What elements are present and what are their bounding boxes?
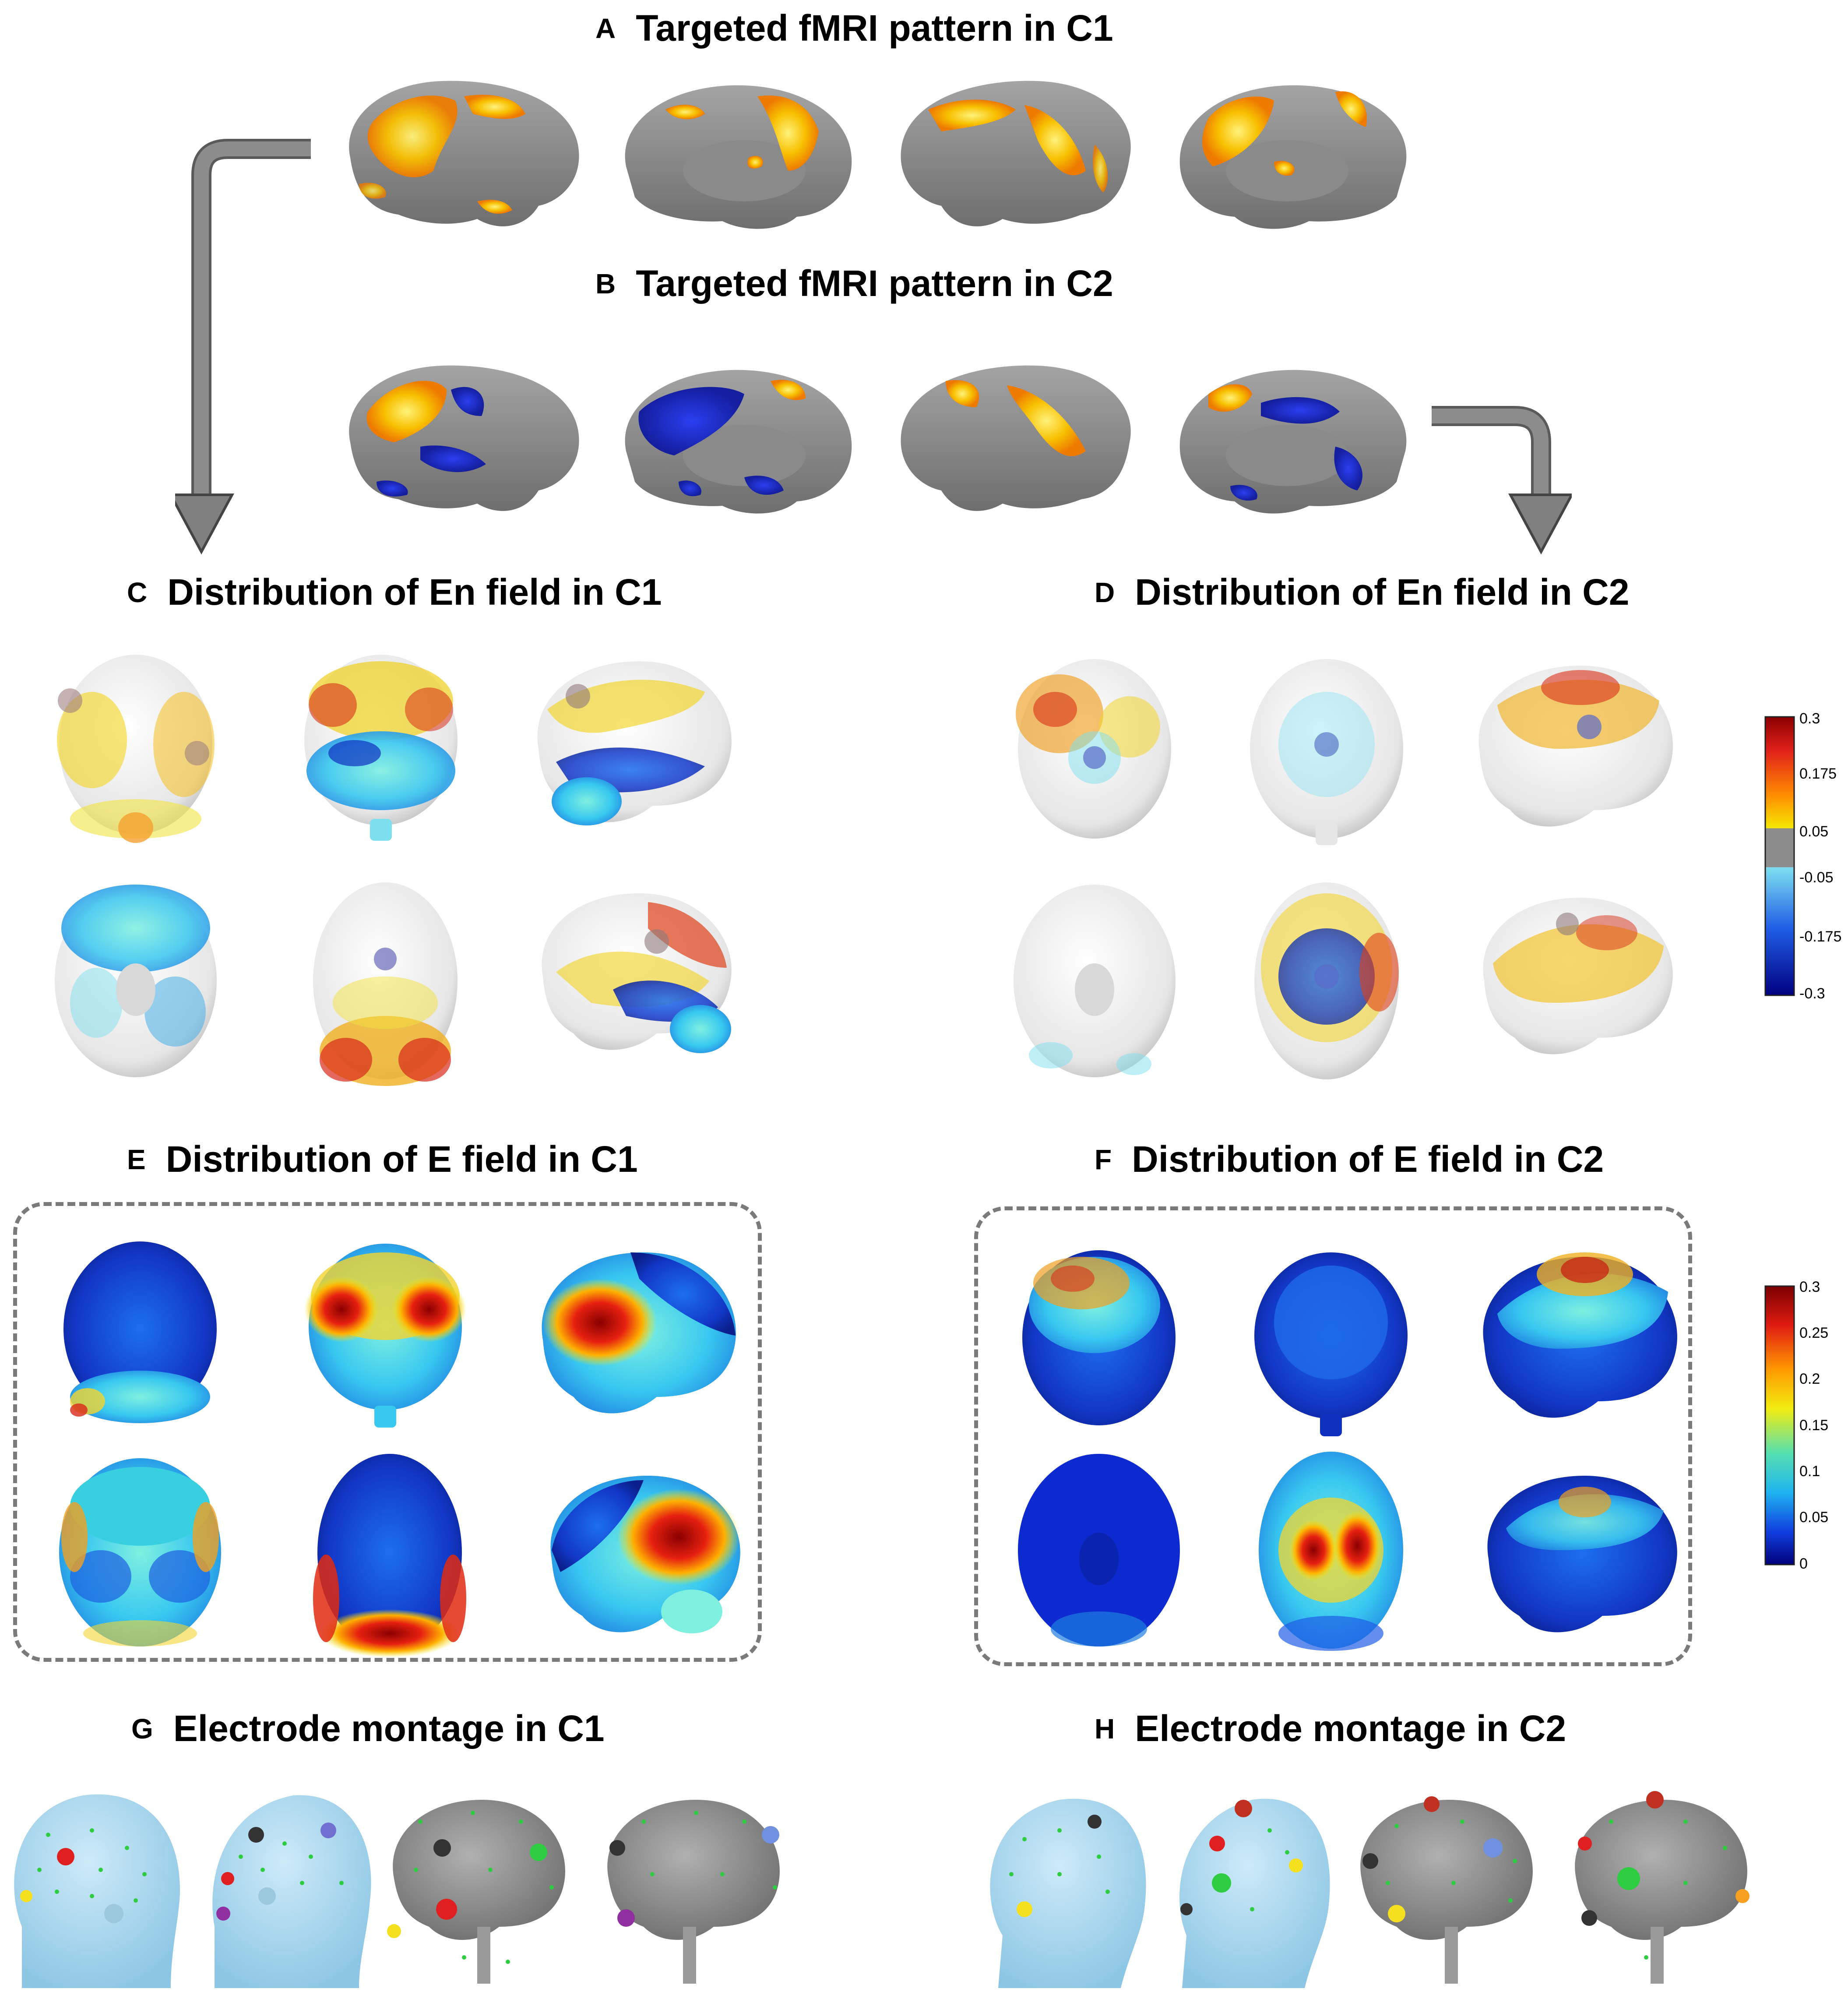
en-c1-view-5 (313, 882, 458, 1086)
montage-c1-brain-lateral (387, 1800, 565, 1984)
colorbar-e-tick-3: 0.15 (1799, 1417, 1829, 1434)
panel-b-title-text: Targeted fMRI pattern in C2 (636, 263, 1113, 304)
panel-h-title-text: Electrode montage in C2 (1135, 1708, 1566, 1749)
panel-f-letter: F (1095, 1144, 1112, 1175)
colorbar-e-tick-5: 0.05 (1799, 1509, 1829, 1526)
panel-d-title: D Distribution of En field in C2 (1095, 574, 1630, 610)
en-c2-view-2 (1250, 659, 1403, 845)
panel-g-title: G Electrode montage in C1 (131, 1710, 605, 1747)
panel-a-title-text: Targeted fMRI pattern in C1 (636, 7, 1113, 49)
e-c2-view-1 (1022, 1250, 1176, 1425)
en-c2-view-1 (1016, 659, 1171, 839)
colorbar-en-tick-4: -0.175 (1799, 928, 1842, 945)
e-c1-view-4 (59, 1458, 221, 1646)
fmri-c1-lateral-right (901, 81, 1131, 226)
montage-c2-brain-lateral (1360, 1796, 1533, 1984)
e-c2-view-5 (1259, 1452, 1403, 1651)
panel-e-title-text: Distribution of E field in C1 (165, 1139, 638, 1180)
colorbar-e-tick-0: 0.3 (1799, 1279, 1820, 1295)
en-c2-view-4 (1014, 885, 1176, 1077)
fmri-c2-medial-right (1179, 370, 1407, 514)
en-c1-view-4 (55, 885, 217, 1077)
panel-c-title-text: Distribution of En field in C1 (167, 571, 662, 613)
panel-e-box (13, 1202, 762, 1662)
panel-b-letter: B (595, 268, 616, 300)
e-c1-view-1 (63, 1241, 217, 1423)
panel-a-letter: A (595, 13, 616, 44)
en-c1-view-3 (537, 661, 732, 825)
colorbar-en-tick-1: 0.175 (1799, 765, 1837, 782)
en-c2-view-5 (1254, 882, 1399, 1079)
arrow-b-to-d (1432, 406, 1572, 555)
panel-h-letter: H (1095, 1713, 1115, 1745)
panel-d-title-text: Distribution of En field in C2 (1135, 571, 1630, 613)
panel-a-title: A Targeted fMRI pattern in C1 (595, 10, 1113, 46)
colorbar-e-tick-2: 0.2 (1799, 1371, 1820, 1387)
colorbar-en (1764, 716, 1795, 998)
colorbar-e-tick-1: 0.25 (1799, 1325, 1829, 1341)
colorbar-e-tick-4: 0.1 (1799, 1463, 1820, 1480)
montage-c1-head-back-right (212, 1795, 371, 1988)
arrow-a-to-c (175, 139, 311, 555)
e-c1-view-6 (550, 1476, 740, 1633)
panel-d-letter: D (1095, 577, 1115, 608)
colorbar-e-gradient (1764, 1285, 1795, 1565)
colorbar-en-tick-0: 0.3 (1799, 710, 1820, 727)
en-c2-view-6 (1483, 898, 1673, 1054)
panel-e-letter: E (127, 1144, 146, 1175)
e-c2-view-2 (1254, 1252, 1408, 1436)
fmri-c2-lateral-left (349, 365, 579, 511)
colorbar-e-tick-6: 0 (1799, 1555, 1808, 1572)
colorbar-en-tick-3: -0.05 (1799, 869, 1834, 886)
panel-c-title: C Distribution of En field in C1 (127, 574, 662, 610)
e-c1-view-5 (313, 1454, 466, 1657)
montage-c2-head-front-right (1179, 1798, 1330, 1988)
panel-g-title-text: Electrode montage in C1 (173, 1708, 605, 1749)
e-c1-view-3 (542, 1252, 736, 1414)
colorbar-en-tick-5: -0.3 (1799, 985, 1825, 1002)
fmri-c1-medial-right (1179, 85, 1407, 229)
fmri-c1-lateral-left (349, 81, 579, 226)
colorbar-en-tick-2: 0.05 (1799, 823, 1829, 840)
panel-f-title: F Distribution of E field in C2 (1095, 1141, 1604, 1178)
colorbar-en-gradient (1764, 716, 1795, 996)
colorbar-e (1764, 1285, 1795, 1568)
e-c2-view-6 (1487, 1476, 1677, 1632)
fmri-c1-medial-left (625, 85, 852, 229)
panel-f-box (974, 1206, 1692, 1666)
e-c2-view-3 (1483, 1252, 1677, 1418)
e-c2-view-4 (1018, 1454, 1180, 1646)
montage-c1-head-back-left (14, 1794, 180, 1988)
fmri-c2-lateral-right (901, 365, 1131, 511)
montage-c2-brain-medial (1575, 1791, 1749, 1984)
panel-c-letter: C (127, 577, 148, 608)
en-c1-view-6 (542, 893, 732, 1053)
en-c2-view-3 (1478, 666, 1673, 827)
en-c1-view-1 (57, 655, 215, 843)
panel-e-title: E Distribution of E field in C1 (127, 1141, 638, 1178)
montage-c2-head-front-left (990, 1798, 1146, 1988)
panel-f-title-text: Distribution of E field in C2 (1132, 1139, 1604, 1180)
montage-c1-brain-medial (607, 1800, 780, 1984)
panel-b-title: B Targeted fMRI pattern in C2 (595, 265, 1113, 302)
e-c1-view-2 (304, 1244, 466, 1428)
fmri-c2-medial-left (625, 370, 852, 514)
en-c1-view-2 (304, 655, 458, 841)
panel-g-letter: G (131, 1713, 153, 1745)
panel-h-title: H Electrode montage in C2 (1095, 1710, 1566, 1747)
